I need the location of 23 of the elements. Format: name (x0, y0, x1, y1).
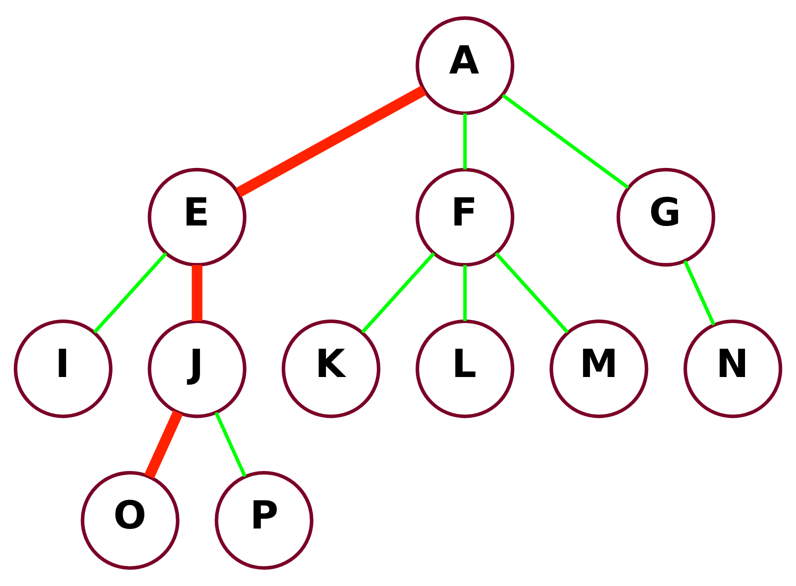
node-circle: N (684, 319, 782, 418)
node-circle: M (550, 319, 648, 418)
node-circle: G (616, 168, 716, 267)
node-circle: F (416, 168, 514, 267)
node-circle: L (416, 319, 514, 418)
connector (144, 410, 183, 479)
connector (361, 252, 436, 334)
node-circle: J (148, 319, 246, 418)
connector (93, 252, 168, 334)
connector (192, 265, 202, 322)
node-circle: K (282, 319, 380, 418)
node-circle: E (148, 168, 246, 267)
connector (683, 260, 716, 326)
node-circle: A (416, 16, 514, 115)
node-circle: O (80, 471, 180, 570)
node-circle: I (14, 319, 112, 418)
connector (463, 265, 467, 322)
connector (236, 86, 426, 198)
connector (214, 412, 247, 478)
connector (502, 94, 630, 190)
connector (494, 252, 569, 334)
node-circle: P (214, 471, 314, 570)
connector (463, 113, 467, 170)
